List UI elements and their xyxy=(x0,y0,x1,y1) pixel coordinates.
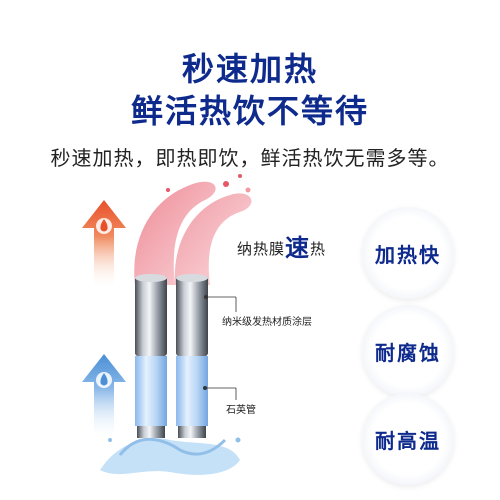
hot-water-splash xyxy=(134,174,252,285)
callout-lines xyxy=(203,295,237,400)
feature-label: 耐腐蚀 xyxy=(375,340,441,365)
feature-label: 加热快 xyxy=(375,242,441,267)
product-label: 纳热膜速热 xyxy=(237,226,327,262)
product-label-suffix: 热 xyxy=(310,240,327,258)
cold-water-drop-icon xyxy=(100,373,108,386)
cold-arrow xyxy=(82,354,126,440)
feature-label: 耐高温 xyxy=(375,428,441,453)
callout-coating: 纳米级发热材质涂层 xyxy=(222,317,312,328)
hot-arrow xyxy=(82,200,126,290)
feature-badge-corrosion-resistant: 耐腐蚀 xyxy=(362,305,454,397)
product-label-prefix: 纳热膜 xyxy=(237,240,286,258)
cold-water-splash xyxy=(100,437,241,475)
headline-line2: 鲜活热饮不等待 xyxy=(130,92,369,130)
hot-water-drop-icon xyxy=(100,219,108,232)
subtitle: 秒速加热，即热即饮，鲜活热饮无需多等。 xyxy=(50,146,450,170)
right-heating-tube xyxy=(176,274,208,438)
product-label-highlight: 速 xyxy=(285,234,311,262)
feature-badge-fast-heating: 加热快 xyxy=(362,207,454,299)
left-heating-tube xyxy=(135,274,167,438)
callout-tube: 石英管 xyxy=(226,405,256,416)
feature-badge-heat-resistant: 耐高温 xyxy=(362,393,454,485)
headline-line1: 秒速加热 xyxy=(181,50,318,88)
